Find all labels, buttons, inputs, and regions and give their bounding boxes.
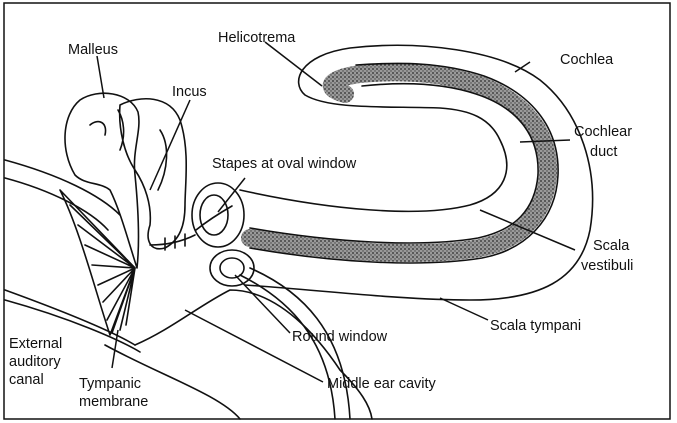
label-round-window: Round window	[292, 329, 388, 345]
label-helicotrema: Helicotrema	[218, 30, 296, 46]
label-scala-vestibuli-line1: Scala	[593, 238, 630, 254]
label-external-canal-line3: canal	[9, 372, 44, 388]
incus-shape	[120, 99, 187, 249]
label-cochlea: Cochlea	[560, 52, 614, 68]
label-incus: Incus	[172, 84, 207, 100]
label-scala-tympani: Scala tympani	[490, 318, 581, 334]
label-scala-vestibuli-line2: vestibuli	[581, 258, 633, 274]
label-external-canal-line2: auditory	[9, 354, 61, 370]
head-contours	[5, 160, 372, 419]
label-cochlear-duct-line2: duct	[590, 144, 617, 160]
label-malleus: Malleus	[68, 42, 118, 58]
malleus-shape	[65, 93, 139, 268]
label-external-canal-line1: External	[9, 336, 62, 352]
label-tympanic-line1: Tympanic	[79, 376, 141, 392]
label-stapes: Stapes at oval window	[212, 156, 357, 172]
label-tympanic-line2: membrane	[79, 394, 148, 410]
stapes-shape	[150, 183, 244, 250]
tympanic-membrane-shape	[60, 190, 135, 335]
label-middle-ear-cavity: Middle ear cavity	[327, 376, 437, 392]
round-window-shape	[210, 250, 254, 286]
label-cochlear-duct-line1: Cochlear	[574, 124, 632, 140]
